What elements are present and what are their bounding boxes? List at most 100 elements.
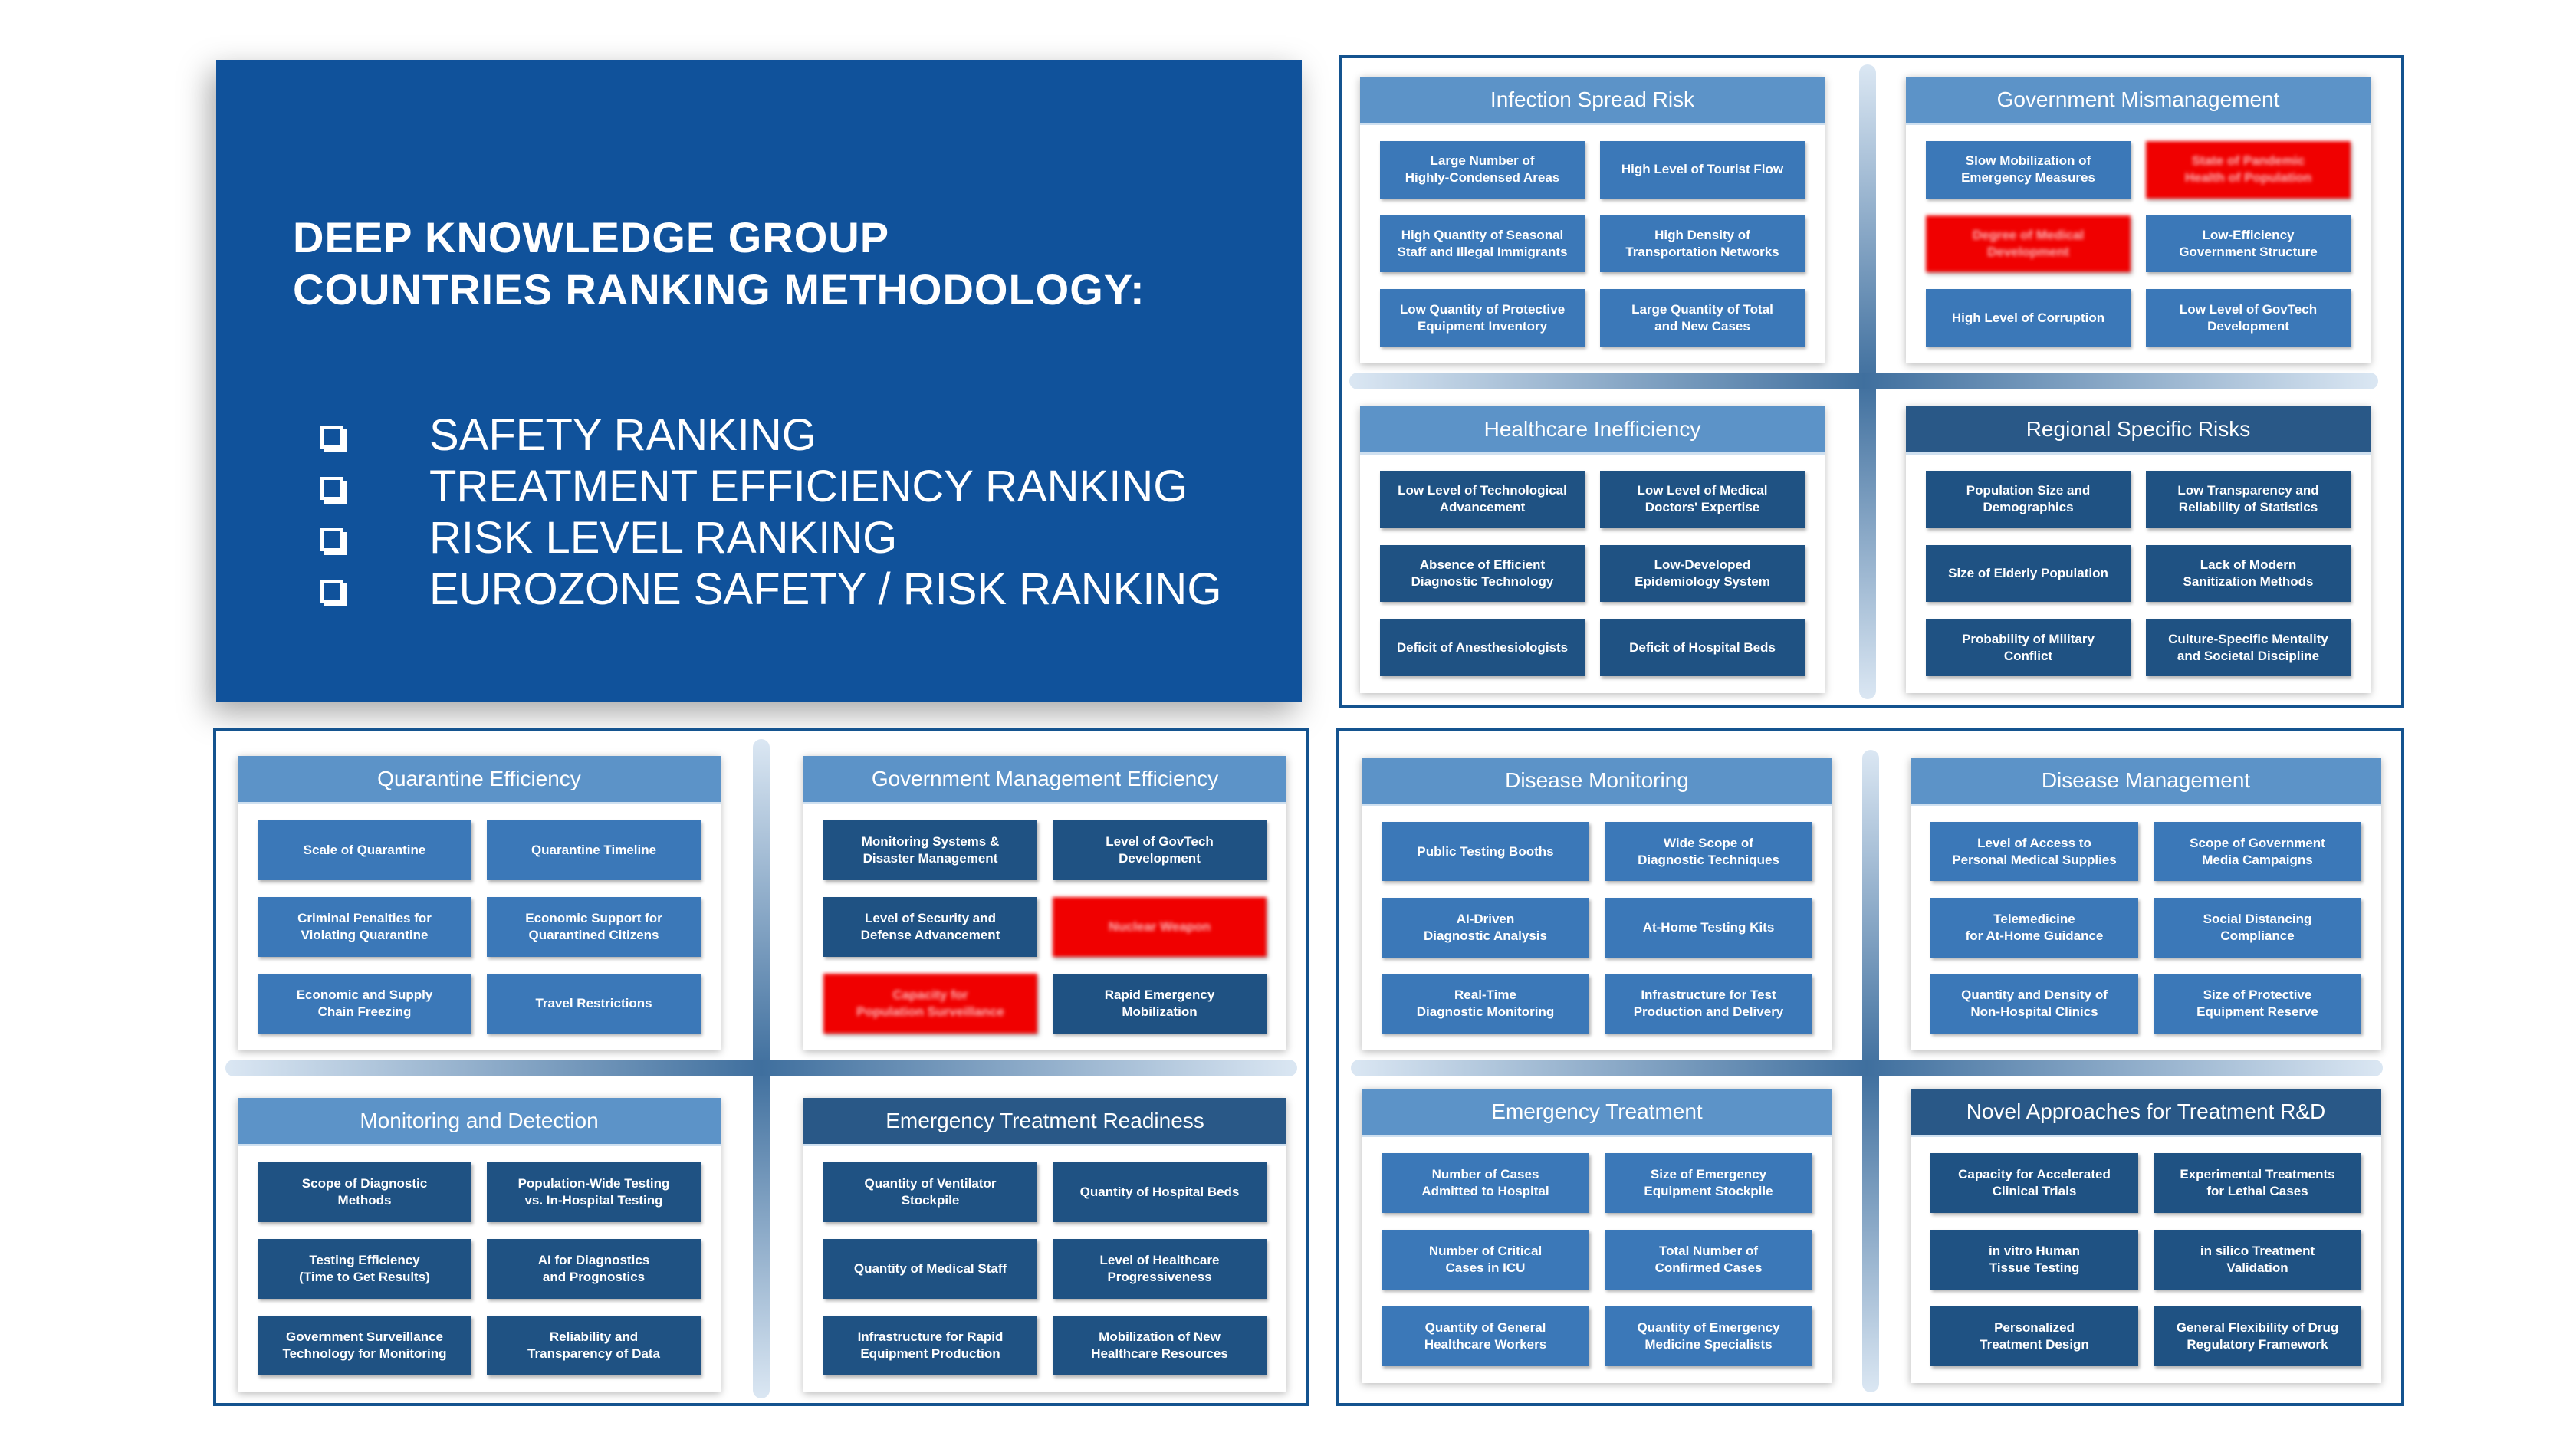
factor-cell: Level of Healthcare Progressiveness [1053, 1239, 1267, 1299]
factor-cell: Scale of Quarantine [258, 820, 472, 880]
horizontal-separator [225, 1060, 1297, 1076]
section-regional-specific-risks: Regional Specific Risks Population Size … [1906, 406, 2371, 693]
factor-cell: Culture-Specific Mentality and Societal … [2146, 619, 2351, 676]
factor-cell: Quantity of Medical Staff [823, 1239, 1037, 1299]
redacted-factor-cell: State of Pandemic Health of Population [2146, 141, 2351, 199]
section-emergency-treatment-readiness: Emergency Treatment Readiness Quantity o… [803, 1098, 1286, 1392]
factor-cell: Quantity of Ventilator Stockpile [823, 1162, 1037, 1222]
factor-grid: Low Level of Technological Advancement L… [1380, 471, 1805, 676]
section-infection-spread-risk: Infection Spread Risk Large Number of Hi… [1360, 77, 1825, 363]
factor-grid: Large Number of Highly-Condensed Areas H… [1380, 141, 1805, 347]
factor-cell: Number of Critical Cases in ICU [1382, 1230, 1589, 1290]
factor-cell: AI for Diagnostics and Prognostics [487, 1239, 701, 1299]
ranking-label: TREATMENT EFFICIENCY RANKING [429, 462, 1188, 511]
factor-cell: High Level of Tourist Flow [1600, 141, 1805, 199]
section-title: Emergency Treatment Readiness [803, 1098, 1286, 1146]
section-government-management-efficiency: Government Management Efficiency Monitor… [803, 756, 1286, 1050]
factor-cell: Travel Restrictions [487, 974, 701, 1034]
factor-cell: Quantity of Emergency Medicine Specialis… [1605, 1306, 1812, 1366]
factor-grid: Quantity of Ventilator Stockpile Quantit… [823, 1162, 1267, 1375]
factor-cell: Deficit of Hospital Beds [1600, 619, 1805, 676]
factor-cell: Low Level of Technological Advancement [1380, 471, 1585, 528]
section-title: Government Management Efficiency [803, 756, 1286, 804]
section-title: Healthcare Inefficiency [1360, 406, 1825, 455]
factor-grid: Scope of Diagnostic Methods Population-W… [258, 1162, 701, 1375]
factor-cell: Infrastructure for Rapid Equipment Produ… [823, 1316, 1037, 1375]
factor-cell: Low-Efficiency Government Structure [2146, 215, 2351, 273]
factor-cell: Scope of Government Media Campaigns [2154, 822, 2361, 882]
factor-cell: Public Testing Booths [1382, 822, 1589, 882]
factor-cell: in silico Treatment Validation [2154, 1230, 2361, 1290]
factor-cell: Probability of Military Conflict [1926, 619, 2131, 676]
section-title: Quarantine Efficiency [238, 756, 721, 804]
section-emergency-treatment: Emergency Treatment Number of Cases Admi… [1362, 1089, 1832, 1383]
factor-cell: Low Quantity of Protective Equipment Inv… [1380, 289, 1585, 347]
title-panel: DEEP KNOWLEDGE GROUP COUNTRIES RANKING M… [216, 60, 1302, 702]
factor-cell: Size of Protective Equipment Reserve [2154, 974, 2361, 1034]
factor-grid: Slow Mobilization of Emergency Measures … [1926, 141, 2351, 347]
section-healthcare-inefficiency: Healthcare Inefficiency Low Level of Tec… [1360, 406, 1825, 693]
section-government-mismanagement: Government Mismanagement Slow Mobilizati… [1906, 77, 2371, 363]
factor-cell: Monitoring Systems & Disaster Management [823, 820, 1037, 880]
factor-cell: Deficit of Anesthesiologists [1380, 619, 1585, 676]
factor-grid: Level of Access to Personal Medical Supp… [1930, 822, 2361, 1034]
section-disease-monitoring: Disease Monitoring Public Testing Booths… [1362, 758, 1832, 1050]
ranking-list: SAFETY RANKING TREATMENT EFFICIENCY RANK… [320, 409, 1221, 615]
factor-cell: Total Number of Confirmed Cases [1605, 1230, 1812, 1290]
factor-cell: High Density of Transportation Networks [1600, 215, 1805, 273]
ranking-item: TREATMENT EFFICIENCY RANKING [320, 461, 1221, 512]
redacted-factor-cell: Capacity for Population Surveillance [823, 974, 1037, 1034]
factor-cell: Scope of Diagnostic Methods [258, 1162, 472, 1222]
factor-cell: Large Number of Highly-Condensed Areas [1380, 141, 1585, 199]
checkbox-icon [320, 527, 343, 551]
factor-cell: Quantity of Hospital Beds [1053, 1162, 1267, 1222]
factor-cell: Level of GovTech Development [1053, 820, 1267, 880]
factor-cell: At-Home Testing Kits [1605, 898, 1812, 958]
factor-cell: Personalized Treatment Design [1930, 1306, 2138, 1366]
factor-cell: AI-Driven Diagnostic Analysis [1382, 898, 1589, 958]
factor-cell: High Quantity of Seasonal Staff and Ille… [1380, 215, 1585, 273]
section-title: Disease Management [1911, 758, 2381, 806]
factor-cell: Number of Cases Admitted to Hospital [1382, 1153, 1589, 1213]
factor-grid: Monitoring Systems & Disaster Management… [823, 820, 1267, 1034]
factor-cell: Rapid Emergency Mobilization [1053, 974, 1267, 1034]
factor-cell: Quantity of General Healthcare Workers [1382, 1306, 1589, 1366]
section-title: Novel Approaches for Treatment R&D [1911, 1089, 2381, 1137]
ranking-label: RISK LEVEL RANKING [429, 513, 898, 563]
page-title: DEEP KNOWLEDGE GROUP COUNTRIES RANKING M… [293, 212, 1145, 316]
factor-cell: Size of Emergency Equipment Stockpile [1605, 1153, 1812, 1213]
title-line-1: DEEP KNOWLEDGE GROUP [293, 213, 890, 261]
ranking-label: SAFETY RANKING [429, 410, 816, 460]
factor-cell: Economic and Supply Chain Freezing [258, 974, 472, 1034]
factor-cell: Large Quantity of Total and New Cases [1600, 289, 1805, 347]
checkbox-icon [320, 425, 343, 449]
section-title: Disease Monitoring [1362, 758, 1832, 806]
factor-grid: Population Size and Demographics Low Tra… [1926, 471, 2351, 676]
factor-cell: Social Distancing Compliance [2154, 898, 2361, 958]
factor-cell: Quarantine Timeline [487, 820, 701, 880]
factor-cell: Mobilization of New Healthcare Resources [1053, 1316, 1267, 1375]
ranking-item: RISK LEVEL RANKING [320, 512, 1221, 564]
factor-grid: Public Testing Booths Wide Scope of Diag… [1382, 822, 1812, 1034]
section-novel-approaches: Novel Approaches for Treatment R&D Capac… [1911, 1089, 2381, 1383]
factor-cell: Capacity for Accelerated Clinical Trials [1930, 1153, 2138, 1213]
factor-cell: Criminal Penalties for Violating Quarant… [258, 897, 472, 957]
redacted-factor-cell: Nuclear Weapon [1053, 897, 1267, 957]
redacted-factor-cell: Degree of Medical Development [1926, 215, 2131, 273]
factor-cell: Government Surveillance Technology for M… [258, 1316, 472, 1375]
factor-grid: Number of Cases Admitted to Hospital Siz… [1382, 1153, 1812, 1366]
section-title: Infection Spread Risk [1360, 77, 1825, 125]
factor-grid: Scale of Quarantine Quarantine Timeline … [258, 820, 701, 1034]
ranking-item: EUROZONE SAFETY / RISK RANKING [320, 564, 1221, 615]
factor-cell: Low Level of Medical Doctors' Expertise [1600, 471, 1805, 528]
factor-cell: Population Size and Demographics [1926, 471, 2131, 528]
factor-cell: in vitro Human Tissue Testing [1930, 1230, 2138, 1290]
checkbox-icon [320, 476, 343, 500]
factor-cell: Telemedicine for At-Home Guidance [1930, 898, 2138, 958]
section-title: Regional Specific Risks [1906, 406, 2371, 455]
horizontal-separator [1351, 1060, 2383, 1076]
section-monitoring-and-detection: Monitoring and Detection Scope of Diagno… [238, 1098, 721, 1392]
factor-cell: Experimental Treatments for Lethal Cases [2154, 1153, 2361, 1213]
factor-cell: Low-Developed Epidemiology System [1600, 544, 1805, 603]
factor-cell: Low Transparency and Reliability of Stat… [2146, 471, 2351, 528]
